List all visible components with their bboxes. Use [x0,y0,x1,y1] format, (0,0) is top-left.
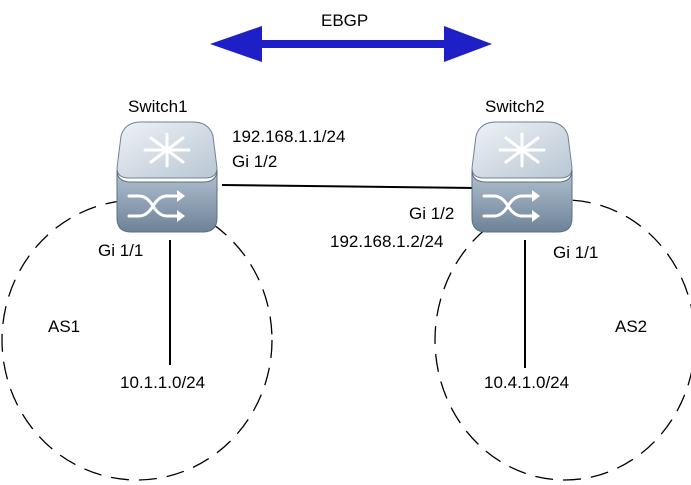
switch1-name: Switch1 [128,97,188,116]
ebgp-double-arrow [210,26,492,62]
as2-network-label: 10.4.1.0/24 [484,373,570,392]
as2-label: AS2 [615,317,648,336]
switch1-icon [116,121,218,233]
as2-port-label: Gi 1/1 [553,243,599,262]
switch2-link-ip: 192.168.1.2/24 [330,232,444,251]
as1-network-label: 10.1.1.0/24 [120,373,206,392]
arrow-head-right [444,26,492,62]
as1-port-label: Gi 1/1 [98,241,144,260]
as2-boundary [434,199,691,481]
protocol-label: EBGP [321,11,369,30]
arrow-head-left [210,26,262,62]
switch1-link-ip: 192.168.1.1/24 [232,127,346,146]
switch1-link-port: Gi 1/2 [232,152,278,171]
as1-label: AS1 [48,317,81,336]
switch2-name: Switch2 [485,97,545,116]
arrow-shaft [258,40,448,48]
inter-switch-link [221,184,477,189]
switch2-link-port: Gi 1/2 [409,204,455,223]
switch2-icon [471,121,573,233]
